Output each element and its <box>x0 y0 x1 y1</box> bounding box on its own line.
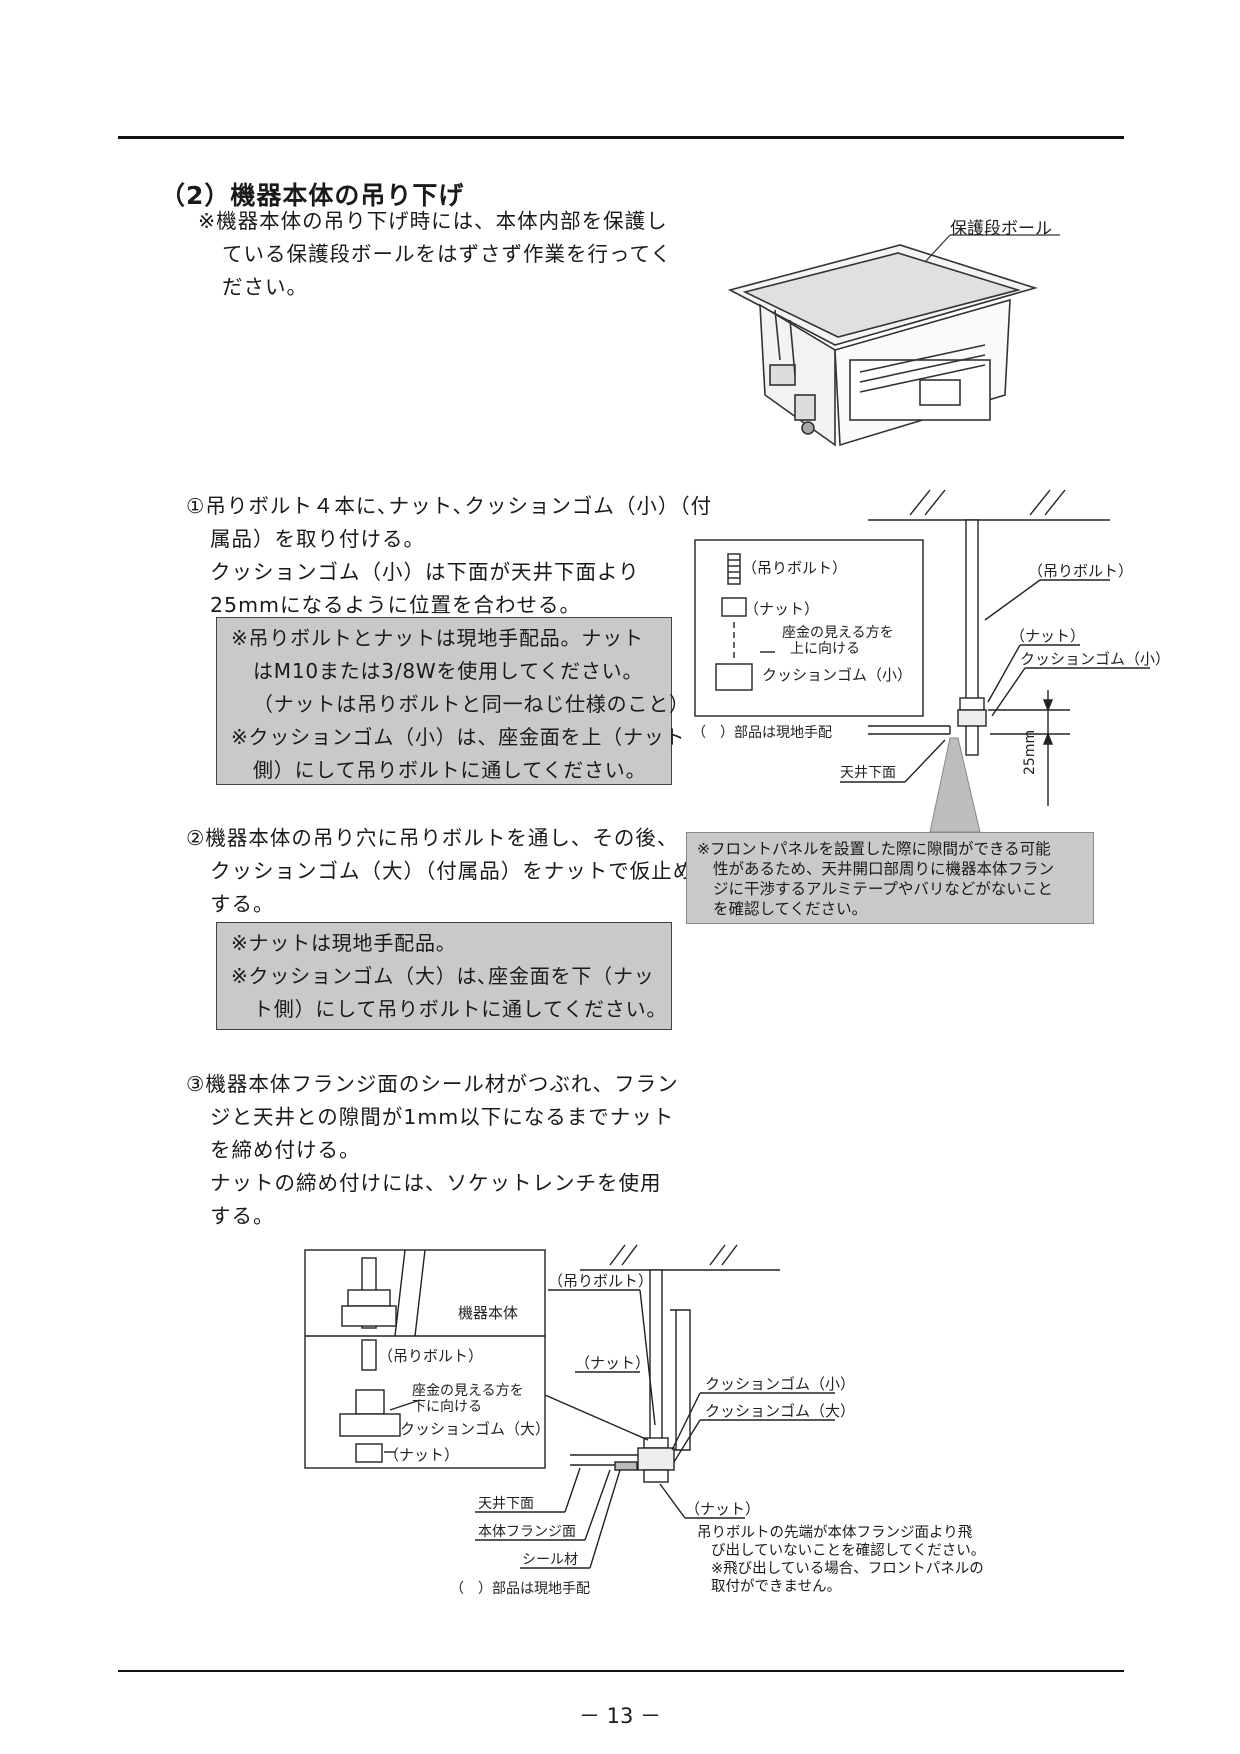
cushion-large-label: クッションゴム（大） <box>705 1402 856 1420</box>
note-line: ト側）にして吊りボルトに通してください。 <box>253 997 668 1021</box>
inset-cushion-label: クッションゴム（大） <box>400 1420 551 1438</box>
step1-note-box: ※吊りボルトとナットは現地手配品。ナット はM10または3/8Wを使用してくださ… <box>216 617 690 785</box>
note-line: はM10または3/8Wを使用してください。 <box>253 659 644 683</box>
intro-line: ださい。 <box>222 275 308 299</box>
step2-note-box: ※ナットは現地手配品。 ※クッションゴム（大）は､座金面を下（ナッ ト側）にして… <box>216 922 672 1030</box>
nut-top-label: （ナット） <box>575 1354 651 1372</box>
nut-label: （ナット） <box>1010 627 1086 645</box>
fig2-note-line: 性があるため、天井開口部周りに機器本体フラン <box>713 860 1055 878</box>
step3-text: ③機器本体フランジ面のシール材がつぶれ、フラン ジと天井との隙間が1mm以下にな… <box>186 1068 679 1233</box>
note-line: 側）にして吊りボルトに通してください。 <box>253 758 647 782</box>
page-number: － 13 － <box>578 1704 662 1728</box>
inset-washer-label-1: 座金の見える方を <box>412 1383 524 1399</box>
cardboard-label: 保護段ボール <box>950 219 1052 239</box>
step1-line: 25mmになるように位置を合わせる。 <box>210 593 582 617</box>
step1-line: 属品）を取り付ける。 <box>210 527 425 551</box>
step2-line: する。 <box>210 892 275 916</box>
step3-line: する。 <box>210 1204 275 1228</box>
unit-body-label: 機器本体 <box>458 1304 519 1322</box>
section-heading: （2）機器本体の吊り下げ <box>160 181 465 210</box>
inset-washer-label-2: 上に向ける <box>790 641 860 657</box>
fig3-note-line: 取付ができません。 <box>711 1579 842 1595</box>
step2-line: クッションゴム（大）（付属品）をナットで仮止め <box>210 859 695 883</box>
inset-nut-label: （ナット） <box>744 600 820 618</box>
bolt-label: （吊りボルト） <box>1028 562 1134 580</box>
fig3-note-line: ※飛び出している場合、フロントパネルの <box>711 1561 984 1577</box>
step1-text: ①吊りボルト４本に､ナット､クッションゴム（小）（付 属品）を取り付ける。 クッ… <box>186 490 712 622</box>
seal-label: シール材 <box>522 1552 578 1568</box>
fig3-note-line: び出していないことを確認してください。 <box>711 1543 986 1559</box>
step2-line: ②機器本体の吊り穴に吊りボルトを通し、その後、 <box>186 826 679 850</box>
step1-line: クッションゴム（小）は下面が天井下面より <box>210 560 640 584</box>
cushion-small-label: クッションゴム（小） <box>1020 650 1171 668</box>
intro-line: ている保護段ボールをはずさず作業を行ってく <box>222 242 672 266</box>
inset-bolt-label: （吊りボルト） <box>378 1347 484 1365</box>
local-parts-note: （ ）部品は現地手配 <box>450 1581 590 1597</box>
fig2-note-line: ※フロントパネルを設置した際に隙間ができる可能 <box>697 840 1051 858</box>
inset-cushion-label: クッションゴム（小） <box>762 666 913 684</box>
intro-line: ※機器本体の吊り下げ時には、本体内部を保護し <box>198 209 668 233</box>
nut-bottom-label: （ナット） <box>685 1500 761 1518</box>
local-parts-note: （ ）部品は現地手配 <box>692 725 832 741</box>
step2-text: ②機器本体の吊り穴に吊りボルトを通し、その後、 クッションゴム（大）（付属品）を… <box>186 822 694 921</box>
step3-line: を締め付ける。 <box>210 1138 361 1162</box>
step3-line: ③機器本体フランジ面のシール材がつぶれ、フラン <box>186 1072 679 1096</box>
step1-line: ①吊りボルト４本に､ナット､クッションゴム（小）（付 <box>186 494 713 518</box>
note-line: ※吊りボルトとナットは現地手配品。ナット <box>231 626 644 650</box>
flange-label: 本体フランジ面 <box>478 1524 576 1540</box>
note-line: ※クッションゴム（小）は、座金面を上（ナット <box>231 725 686 749</box>
inset-nut-label: （ナット） <box>384 1446 460 1464</box>
top-rule <box>118 136 1124 139</box>
step3-line: ナットの締め付けには、ソケットレンチを使用 <box>210 1171 662 1195</box>
step3-line: ジと天井との隙間が1mm以下になるまでナット <box>210 1105 675 1129</box>
inset-bolt-label: （吊りボルト） <box>742 559 848 577</box>
ceiling-label: 天井下面 <box>840 765 896 781</box>
inset-washer-label-2: 下に向ける <box>412 1399 482 1415</box>
fig2-note-line: ジに干渉するアルミテープやバリなどがないこと <box>713 880 1053 898</box>
bottom-rule <box>118 1670 1124 1672</box>
bolt-label: （吊りボルト） <box>548 1272 654 1290</box>
note-line: （ナットは吊りボルトと同一ねじ仕様のこと） <box>253 692 690 716</box>
cushion-small-label: クッションゴム（小） <box>705 1375 856 1393</box>
intro-text: ※機器本体の吊り下げ時には、本体内部を保護し ている保護段ボールをはずさず作業を… <box>198 205 672 304</box>
fig2-note-line: を確認してください。 <box>713 900 868 918</box>
fig3-note: 吊りボルトの先端が本体フランジ面より飛 び出していないことを確認してください。 … <box>697 1524 985 1596</box>
note-line: ※クッションゴム（大）は､座金面を下（ナッ <box>231 964 655 988</box>
fig3-note-line: 吊りボルトの先端が本体フランジ面より飛 <box>697 1525 973 1541</box>
ceiling-label: 天井下面 <box>478 1496 534 1512</box>
note-line: ※ナットは現地手配品。 <box>231 931 457 955</box>
inset-washer-label-1: 座金の見える方を <box>782 625 894 641</box>
fig2-note-box: ※フロントパネルを設置した際に隙間ができる可能 性があるため、天井開口部周りに機… <box>686 832 1094 924</box>
